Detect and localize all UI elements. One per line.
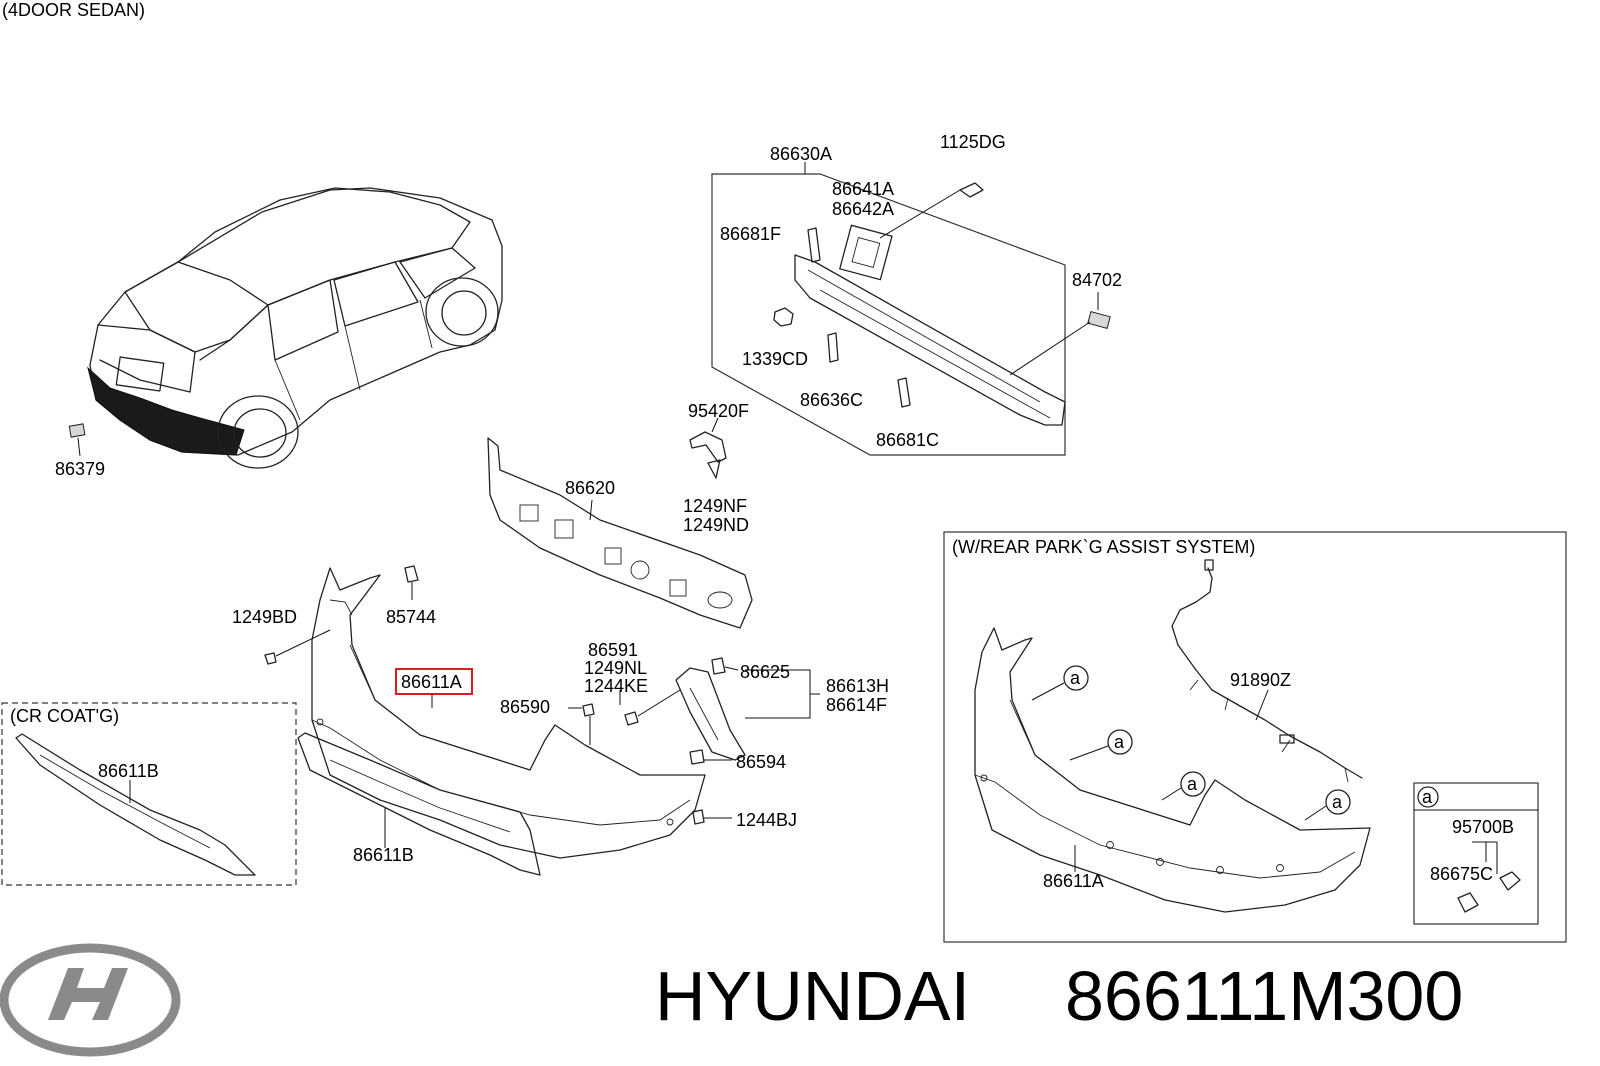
svg-text:a: a [1114, 732, 1125, 752]
svg-text:a: a [1422, 787, 1433, 807]
part-label-95700B: 95700B [1452, 817, 1514, 837]
footer-brand: HYUNDAI [655, 957, 970, 1035]
part-label-1249ND: 1249ND [683, 515, 749, 535]
part-label-86636C: 86636C [800, 390, 863, 410]
callout-a-4: a [1304, 789, 1351, 821]
parking-sensor-illustration [1457, 841, 1521, 913]
part-label-86681F: 86681F [720, 224, 781, 244]
part-label-86611B-cr: 86611B [98, 761, 159, 781]
variant-label: (4DOOR SEDAN) [2, 0, 145, 20]
callout-a-3: a [1161, 771, 1206, 801]
part-label-86614F: 86614F [826, 695, 887, 715]
part-label-1339CD: 1339CD [742, 349, 808, 369]
part-label-1125DG: 1125DG [940, 132, 1006, 152]
part-label-86630A: 86630A [770, 144, 832, 164]
part-label-86625: 86625 [740, 662, 790, 682]
lower-molding-illustration [297, 732, 541, 876]
part-label-86611A-pa: 86611A [1043, 871, 1104, 891]
part-label-86594: 86594 [736, 752, 786, 772]
part-label-85744: 85744 [386, 607, 436, 627]
part-label-84702: 84702 [1072, 270, 1122, 290]
part-label-1249BD: 1249BD [232, 607, 297, 627]
part-label-86675C: 86675C [1430, 864, 1493, 884]
part-label-1244KE: 1244KE [584, 676, 648, 696]
part-label-86641A: 86641A [832, 179, 894, 199]
park-assist-bumper-illustration [974, 627, 1371, 913]
highlight-box-86611A [395, 668, 473, 695]
footer-part-number: 866111M300 [1065, 957, 1463, 1035]
sensor-detail-box [1413, 782, 1539, 925]
side-bracket-illustration [568, 657, 820, 825]
wiring-bracket-illustration [689, 417, 727, 479]
part-label-1249NL: 1249NL [584, 658, 647, 678]
svg-text:a: a [1070, 668, 1081, 688]
callout-a-sensor: a [1417, 786, 1439, 808]
energy-absorber-illustration [487, 437, 753, 629]
part-label-91890Z: 91890Z [1230, 670, 1291, 690]
rail-assembly-box [711, 173, 1066, 456]
part-label-86642A: 86642A [832, 199, 894, 219]
part-label-86591: 86591 [588, 640, 638, 660]
part-label-86681C: 86681C [876, 430, 939, 450]
fasteners-left-illustration [264, 565, 419, 665]
part-label-1249NF: 1249NF [683, 496, 747, 516]
park-assist-box [943, 531, 1567, 943]
parking-sensor-harness-illustration [1171, 559, 1363, 783]
sedan-car-illustration [68, 187, 503, 469]
rear-bumper-rail-illustration [773, 182, 1111, 426]
cr-lower-molding-illustration [15, 733, 256, 876]
callout-a-2: a [1069, 729, 1133, 761]
hyundai-logo [0, 943, 181, 1057]
cr-coating-box [1, 702, 297, 886]
part-label-86590: 86590 [500, 697, 550, 717]
part-label-86613H: 86613H [826, 676, 889, 696]
part-label-86611B-main: 86611B [353, 845, 414, 865]
cr-coating-label: (CR COAT'G) [10, 706, 119, 726]
part-label-86611A-main: 86611A [401, 672, 462, 692]
callout-a-1: a [1031, 665, 1089, 701]
svg-text:a: a [1187, 774, 1198, 794]
park-assist-label: (W/REAR PARK`G ASSIST SYSTEM) [952, 537, 1255, 557]
part-label-86620: 86620 [565, 478, 615, 498]
part-label-95420F: 95420F [688, 401, 749, 421]
part-label-1244BJ: 1244BJ [736, 810, 797, 830]
svg-text:a: a [1332, 792, 1343, 812]
part-label-86379: 86379 [55, 459, 105, 479]
